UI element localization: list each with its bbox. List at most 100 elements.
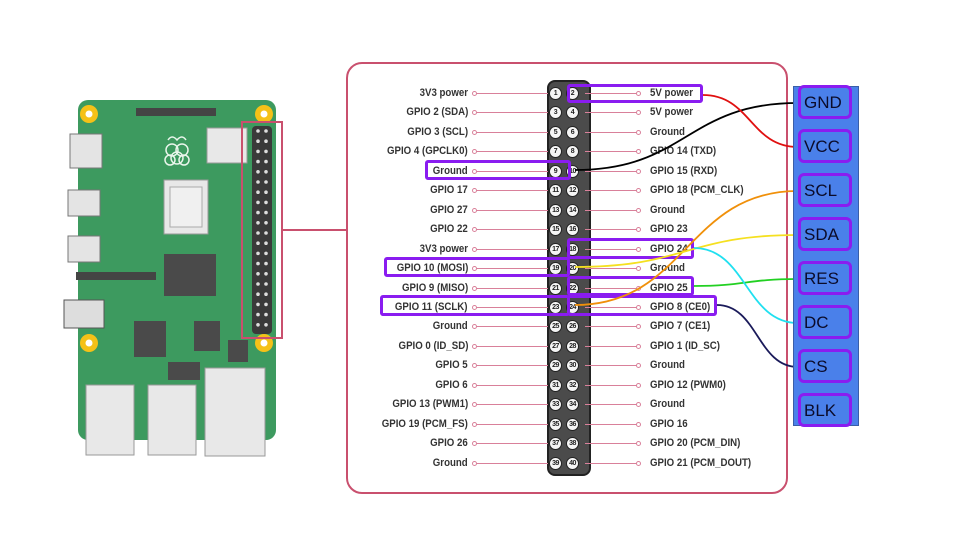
pin-lead-end [636, 188, 641, 194]
header-pin-dot [264, 241, 268, 245]
header-pin-dot [264, 221, 268, 225]
header-pin: 27 [549, 339, 562, 353]
pin-lead [476, 112, 548, 114]
pin-label-right: 5V power [650, 106, 694, 119]
pin-lead-end [472, 324, 477, 330]
pin-lead [476, 209, 548, 211]
pin-lead [585, 423, 638, 425]
display-connector [136, 108, 216, 116]
header-pin-dot [264, 251, 268, 256]
pin-label-right: GPIO 25 [650, 281, 688, 294]
wire-scl [574, 190, 799, 306]
pin-lead [585, 306, 638, 308]
header-pin: 6 [566, 125, 579, 139]
module-pin-res: RES [798, 261, 852, 295]
poe-header [228, 340, 248, 362]
header-pin-dot [256, 231, 260, 235]
pin-lead-end [472, 285, 477, 291]
pin-lead [585, 93, 638, 94]
pin-lead [476, 248, 548, 250]
header-pin: 33 [549, 398, 562, 412]
pin-label-left: Ground [433, 164, 468, 177]
header-pin-dot [256, 221, 260, 225]
pin-label-right: GPIO 7 (CE1) [650, 320, 711, 333]
pin-lead-end [472, 441, 477, 447]
pin-lead [585, 326, 638, 328]
header-pin: 32 [566, 378, 579, 392]
header-pin: 11 [549, 184, 562, 198]
header-pin-dot [264, 282, 268, 286]
header-pin: 1 [549, 87, 562, 100]
pin-lead-end [636, 149, 641, 155]
pin-label-left: GPIO 17 [430, 184, 468, 197]
header-pin-dot [256, 272, 260, 276]
pin-lead-end [636, 129, 641, 135]
pin-lead [585, 170, 638, 172]
module-pin-vcc: VCC [798, 129, 852, 163]
pin-label-left: GPIO 2 (SDA) [406, 106, 468, 119]
raspberry-logo-icon [164, 136, 190, 166]
header-pin-dot [256, 241, 260, 245]
wire-cs [716, 304, 799, 368]
pin-lead-end [472, 207, 477, 213]
pin-label-right: Ground [650, 262, 685, 275]
audio-jack [63, 299, 105, 329]
header-pin-dot [256, 170, 260, 174]
header-pin: 37 [549, 437, 562, 451]
pin-lead [585, 151, 638, 153]
pin-lead-end [636, 324, 641, 330]
pin-lead-end [472, 227, 477, 233]
pin-lead [585, 384, 638, 386]
header-pin: 5 [549, 125, 562, 139]
header-pin-dot [264, 200, 268, 205]
header-pin-dot [264, 180, 268, 184]
camera-connector [76, 272, 156, 280]
pin-lead-end [636, 402, 641, 408]
header-pin-dot [264, 139, 268, 143]
pin-lead-end [472, 266, 477, 272]
pin-lead-end [636, 266, 641, 272]
pin-label-left: GPIO 22 [430, 223, 468, 236]
gpio-header-outline [241, 121, 283, 339]
pin-lead-end [472, 246, 477, 252]
header-pin-dot [256, 292, 260, 297]
pin-lead-end [636, 207, 641, 213]
header-pin-dot [256, 200, 260, 205]
pin-lead [585, 112, 638, 114]
chip [194, 321, 220, 351]
pin-lead-end [636, 110, 641, 116]
pin-lead-end [472, 363, 477, 369]
module-pin-cs: CS [798, 349, 852, 383]
pin-lead [476, 287, 548, 289]
header-pin-dot [256, 129, 260, 133]
pin-lead [476, 326, 548, 328]
header-pin: 29 [549, 359, 562, 373]
pin-label-right: GPIO 15 (RXD) [650, 164, 718, 177]
header-pin-dot [256, 261, 260, 266]
pin-lead [585, 287, 638, 289]
pin-lead [585, 345, 638, 347]
header-pin: 39 [549, 456, 562, 470]
pin-lead-end [636, 304, 641, 310]
wire-vcc [702, 94, 799, 148]
header-pin: 40 [566, 456, 579, 470]
pin-label-right: 5V power [650, 87, 694, 99]
pin-label-left: GPIO 0 (ID_SD) [398, 339, 468, 352]
header-pin: 7 [549, 145, 562, 159]
pin-label-left: GPIO 19 (PCM_FS) [381, 417, 468, 430]
header-pin: 17 [549, 242, 562, 256]
pin-lead [585, 248, 638, 250]
pin-label-left: GPIO 9 (MISO) [401, 281, 468, 294]
header-pin-dot [256, 210, 260, 215]
pin-label-right: GPIO 20 (PCM_DIN) [650, 437, 741, 450]
wifi-module [206, 127, 248, 164]
pin-lead [585, 190, 638, 192]
module-pin-sda: SDA [798, 217, 852, 251]
pin-lead [585, 268, 638, 270]
pin-lead-end [472, 343, 477, 349]
usb-port [85, 384, 135, 456]
pin-lead [585, 404, 638, 406]
pin-lead-end [472, 402, 477, 408]
header-pin-dot [256, 251, 260, 256]
